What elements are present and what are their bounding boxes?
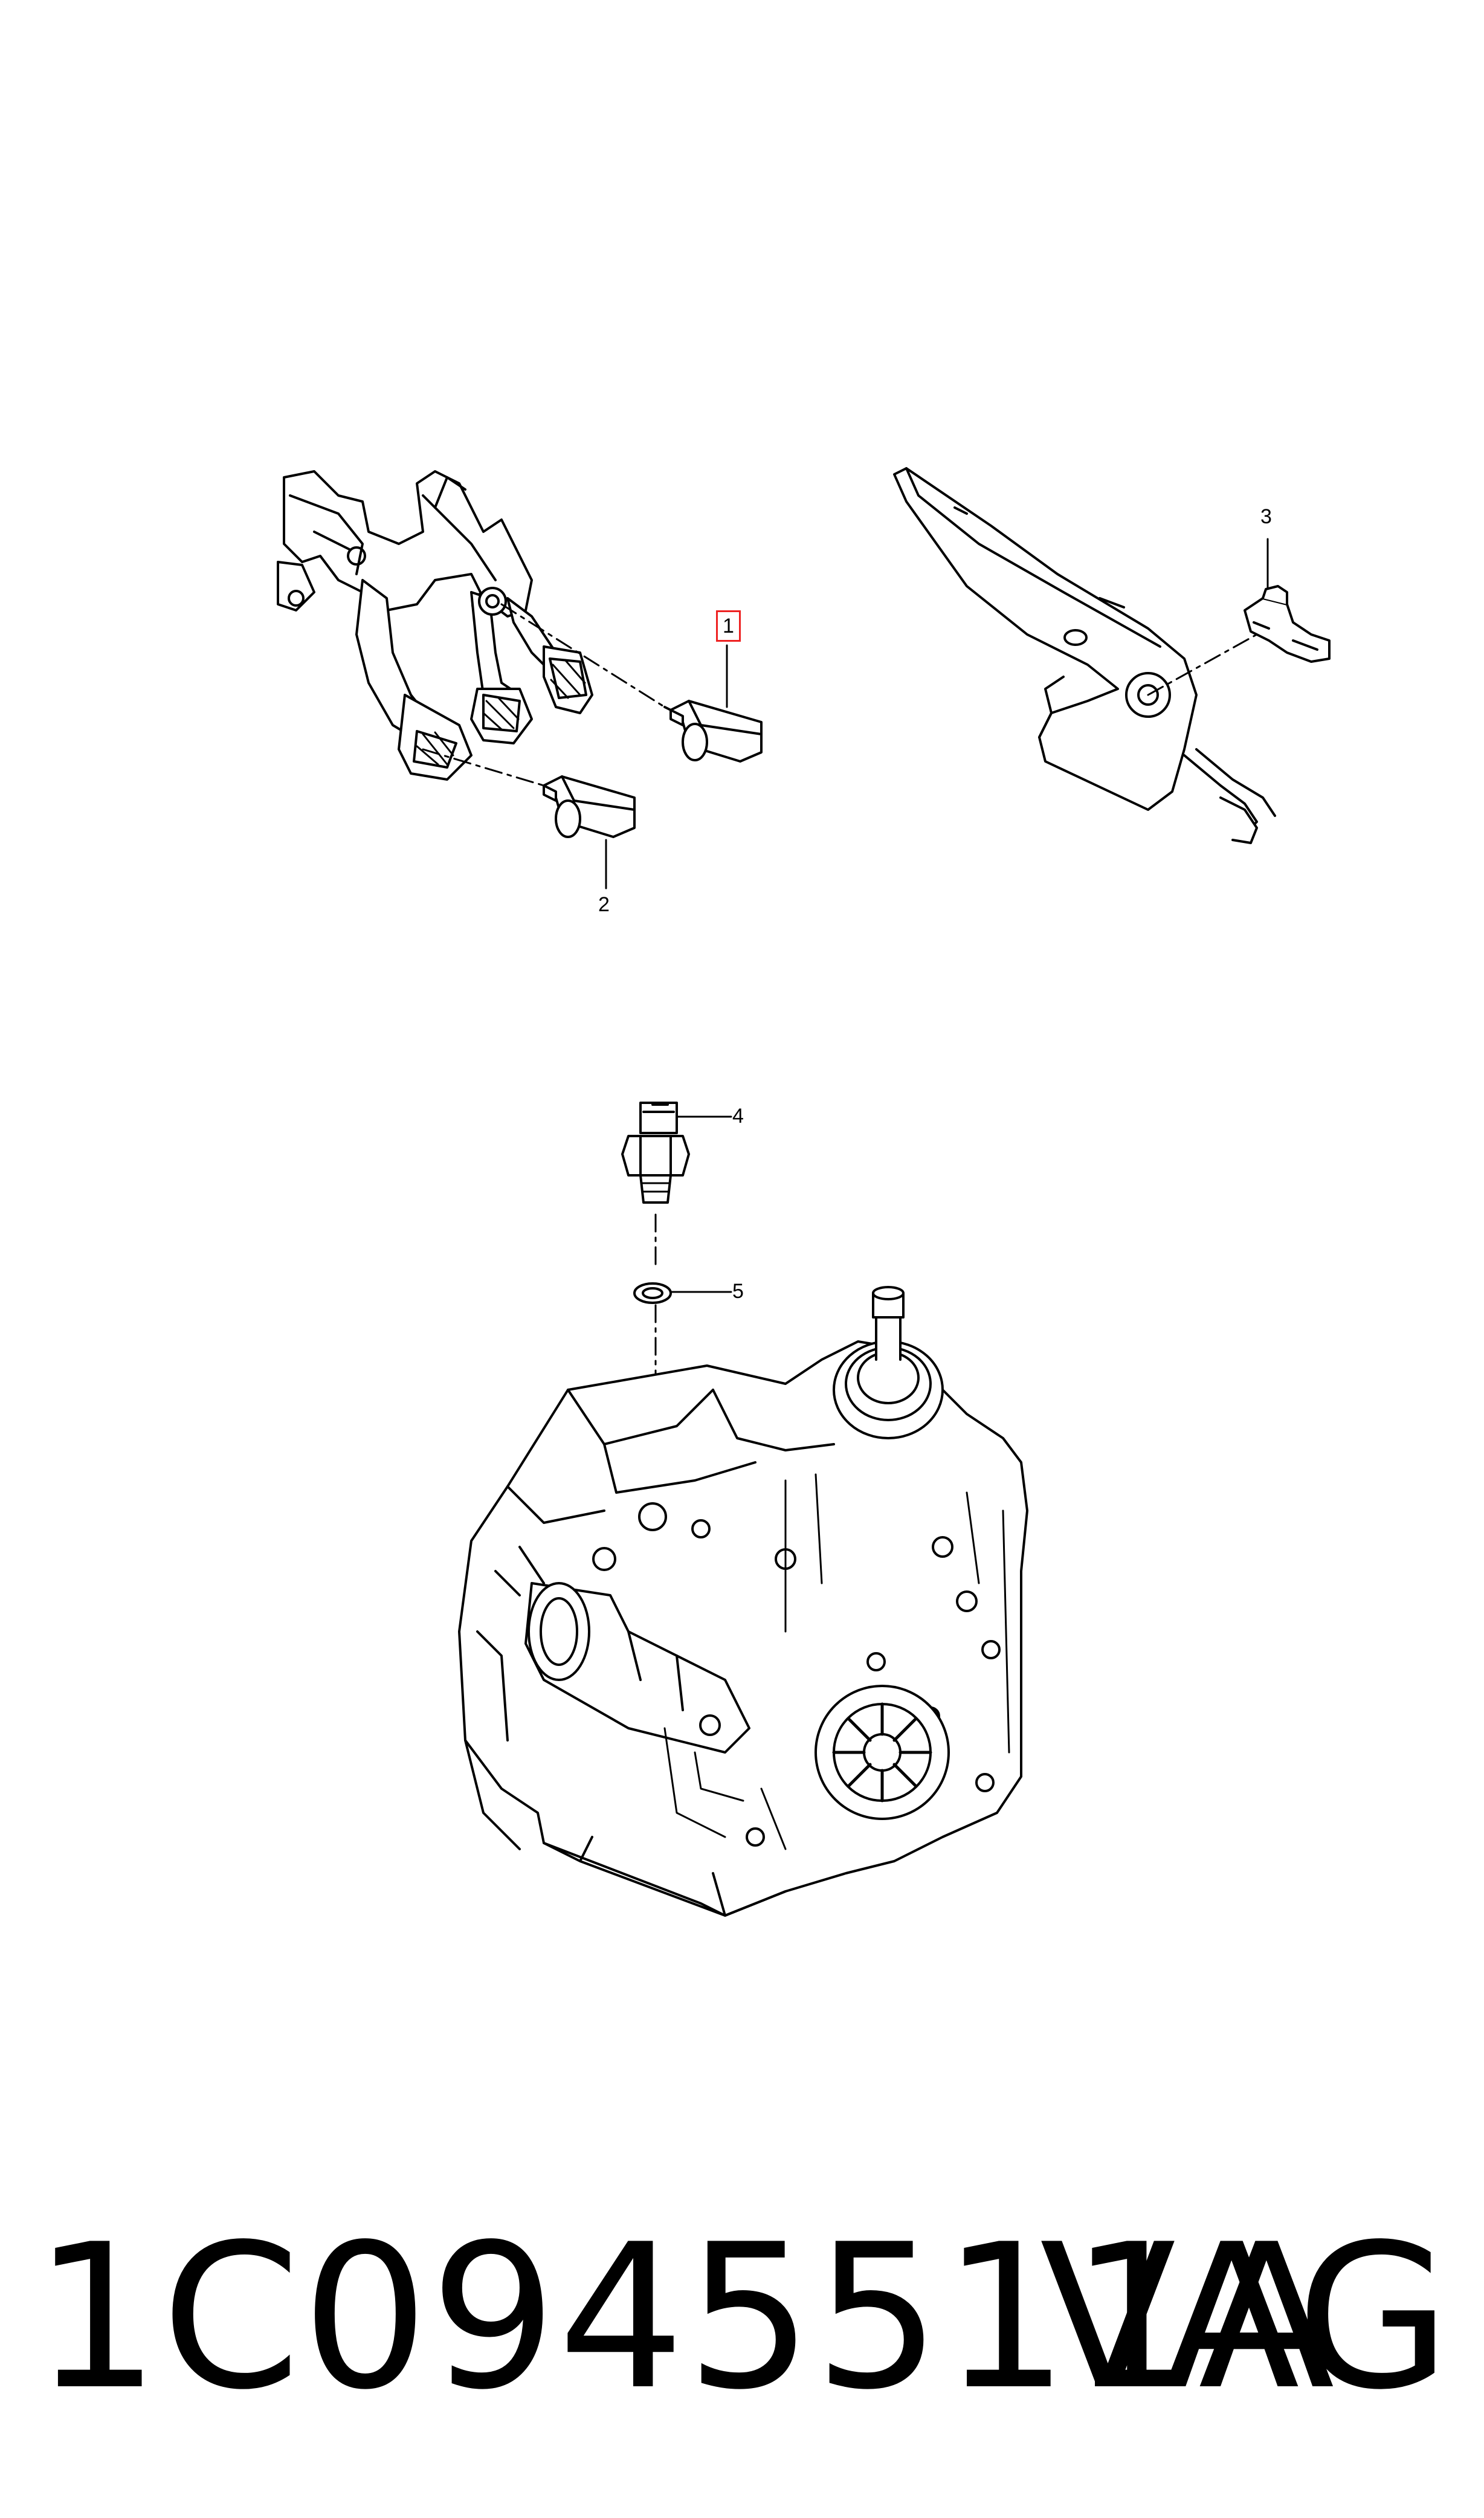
sealing-washer-illustration	[633, 1282, 672, 1304]
leader-line-2	[422, 748, 545, 787]
handbrake-switch-illustration	[1244, 585, 1331, 663]
clutch-switch-illustration	[543, 775, 636, 838]
callout-3[interactable]: 3	[1260, 505, 1272, 528]
gearbox-illustration	[458, 1286, 1028, 1917]
callout-2[interactable]: 2	[598, 893, 610, 916]
callout-1[interactable]: 1	[716, 610, 741, 642]
callout-4[interactable]: 4	[732, 1105, 744, 1128]
part-number: 1C0945511A	[33, 2201, 1336, 2433]
pedal-assembly-illustration	[277, 470, 593, 781]
brand-label: VAG	[1039, 2201, 1451, 2433]
leader-line-3	[1147, 633, 1258, 696]
parts-diagram	[277, 467, 1331, 1917]
pressure-sensor-illustration	[621, 1102, 690, 1204]
leader-line-1	[500, 603, 666, 708]
callout-5[interactable]: 5	[732, 1280, 744, 1303]
brake-light-switch-illustration	[663, 700, 763, 763]
